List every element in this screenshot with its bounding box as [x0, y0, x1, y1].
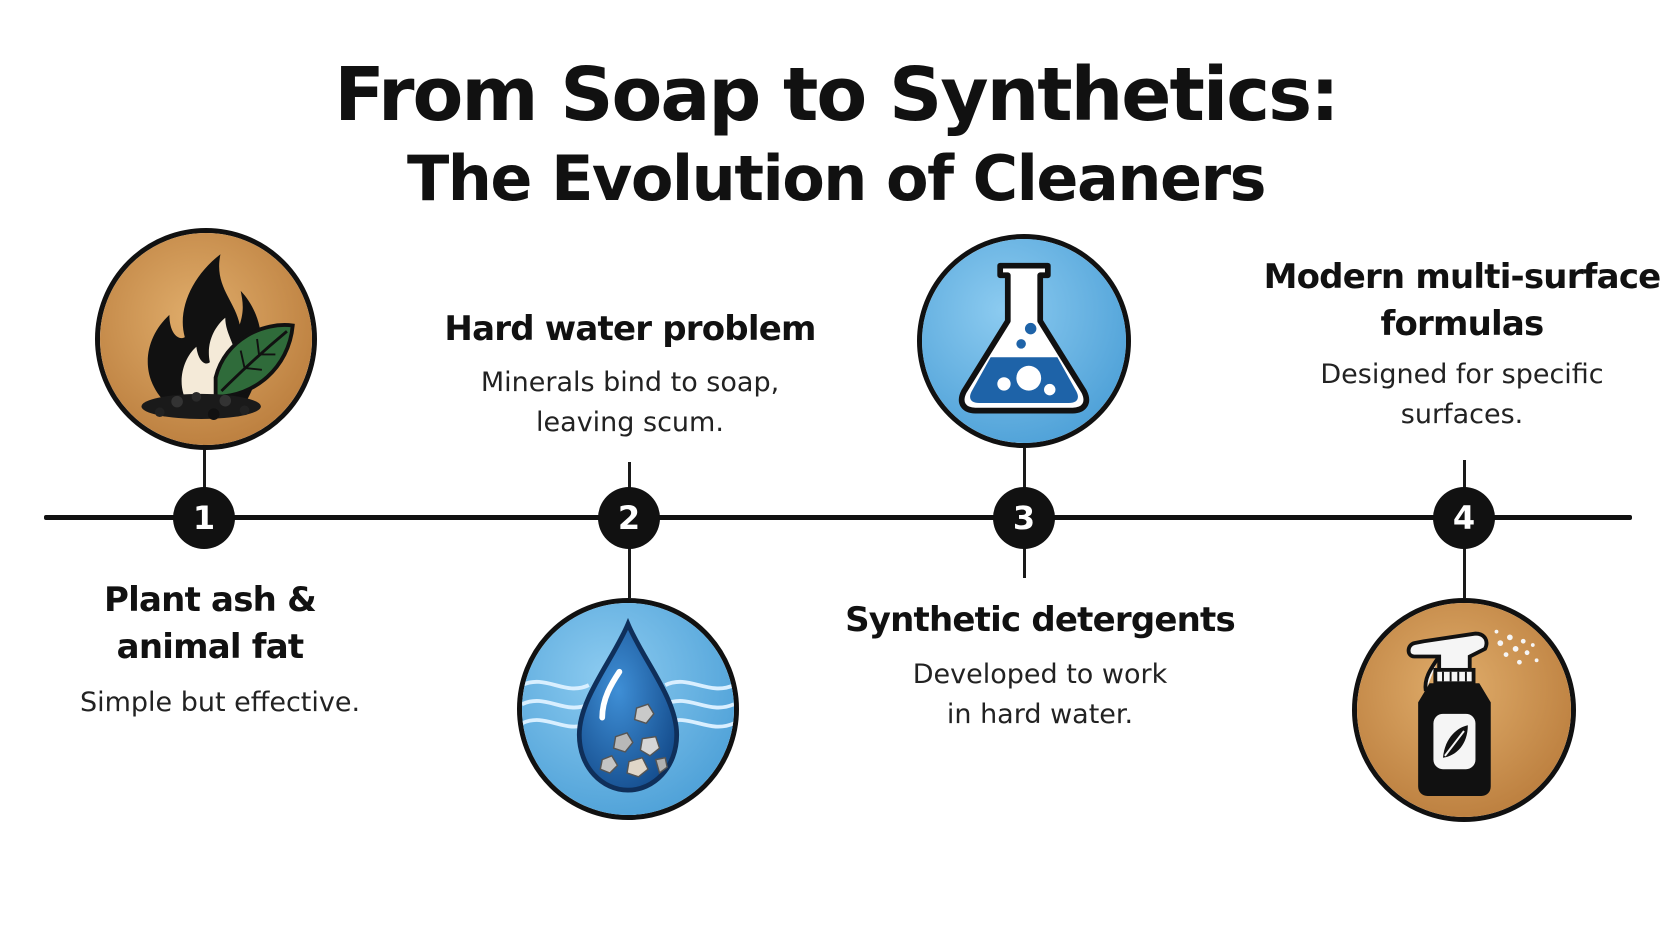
step-3-number-badge: 3: [993, 487, 1055, 549]
fire-and-leaf-icon: [100, 233, 312, 445]
step-2-number-badge: 2: [598, 487, 660, 549]
step-2-description-line-1: Minerals bind to soap,: [480, 367, 780, 398]
step-3-description-line-1: Developed to work: [912, 659, 1168, 690]
step-2-icon-circle: [517, 598, 739, 820]
step-1-title-line-2: animal fat: [116, 627, 304, 667]
step-4-icon-circle: [1352, 598, 1576, 822]
step-4-description: Designed for specific surfaces.: [1272, 355, 1652, 435]
step-2-description-line-2: leaving scum.: [536, 407, 724, 438]
step-4-number-badge: 4: [1433, 487, 1495, 549]
step-4-description-line-2: surfaces.: [1400, 399, 1524, 430]
step-1-description: Simple but effective.: [79, 687, 361, 718]
chemistry-flask-icon: [922, 239, 1126, 443]
water-drop-with-minerals-icon: [522, 603, 734, 815]
timeline-line: [44, 515, 1632, 520]
step-4-title-line-1: Modern multi-surface: [1263, 257, 1662, 297]
page-subtitle: The Evolution of Cleaners: [407, 142, 1267, 215]
connector-step-4-bottom: [1463, 518, 1466, 598]
step-1-number-badge: 1: [173, 487, 235, 549]
step-2-description: Minerals bind to soap, leaving scum.: [430, 363, 830, 443]
step-1-title-line-1: Plant ash &: [104, 580, 317, 620]
page-title: From Soap to Synthetics:: [334, 52, 1340, 138]
step-3-title: Synthetic detergents: [820, 597, 1260, 644]
step-1-title: Plant ash & animal fat: [40, 577, 380, 671]
step-3-icon-circle: [917, 234, 1131, 448]
step-2-title: Hard water problem: [420, 306, 840, 353]
step-3-description-line-2: in hard water.: [946, 699, 1134, 730]
step-2-title-line-1: Hard water problem: [444, 309, 816, 349]
spray-bottle-icon: [1357, 603, 1571, 817]
step-3-title-line-1: Synthetic detergents: [845, 600, 1236, 640]
step-4-title: Modern multi-surface formulas: [1262, 254, 1662, 348]
step-3-description: Developed to work in hard water.: [840, 655, 1240, 735]
step-1-icon-circle: [95, 228, 317, 450]
connector-step-1: [203, 444, 206, 516]
step-4-description-line-1: Designed for specific: [1320, 359, 1604, 390]
connector-step-2-bottom: [628, 518, 631, 598]
step-4-title-line-2: formulas: [1380, 304, 1545, 344]
